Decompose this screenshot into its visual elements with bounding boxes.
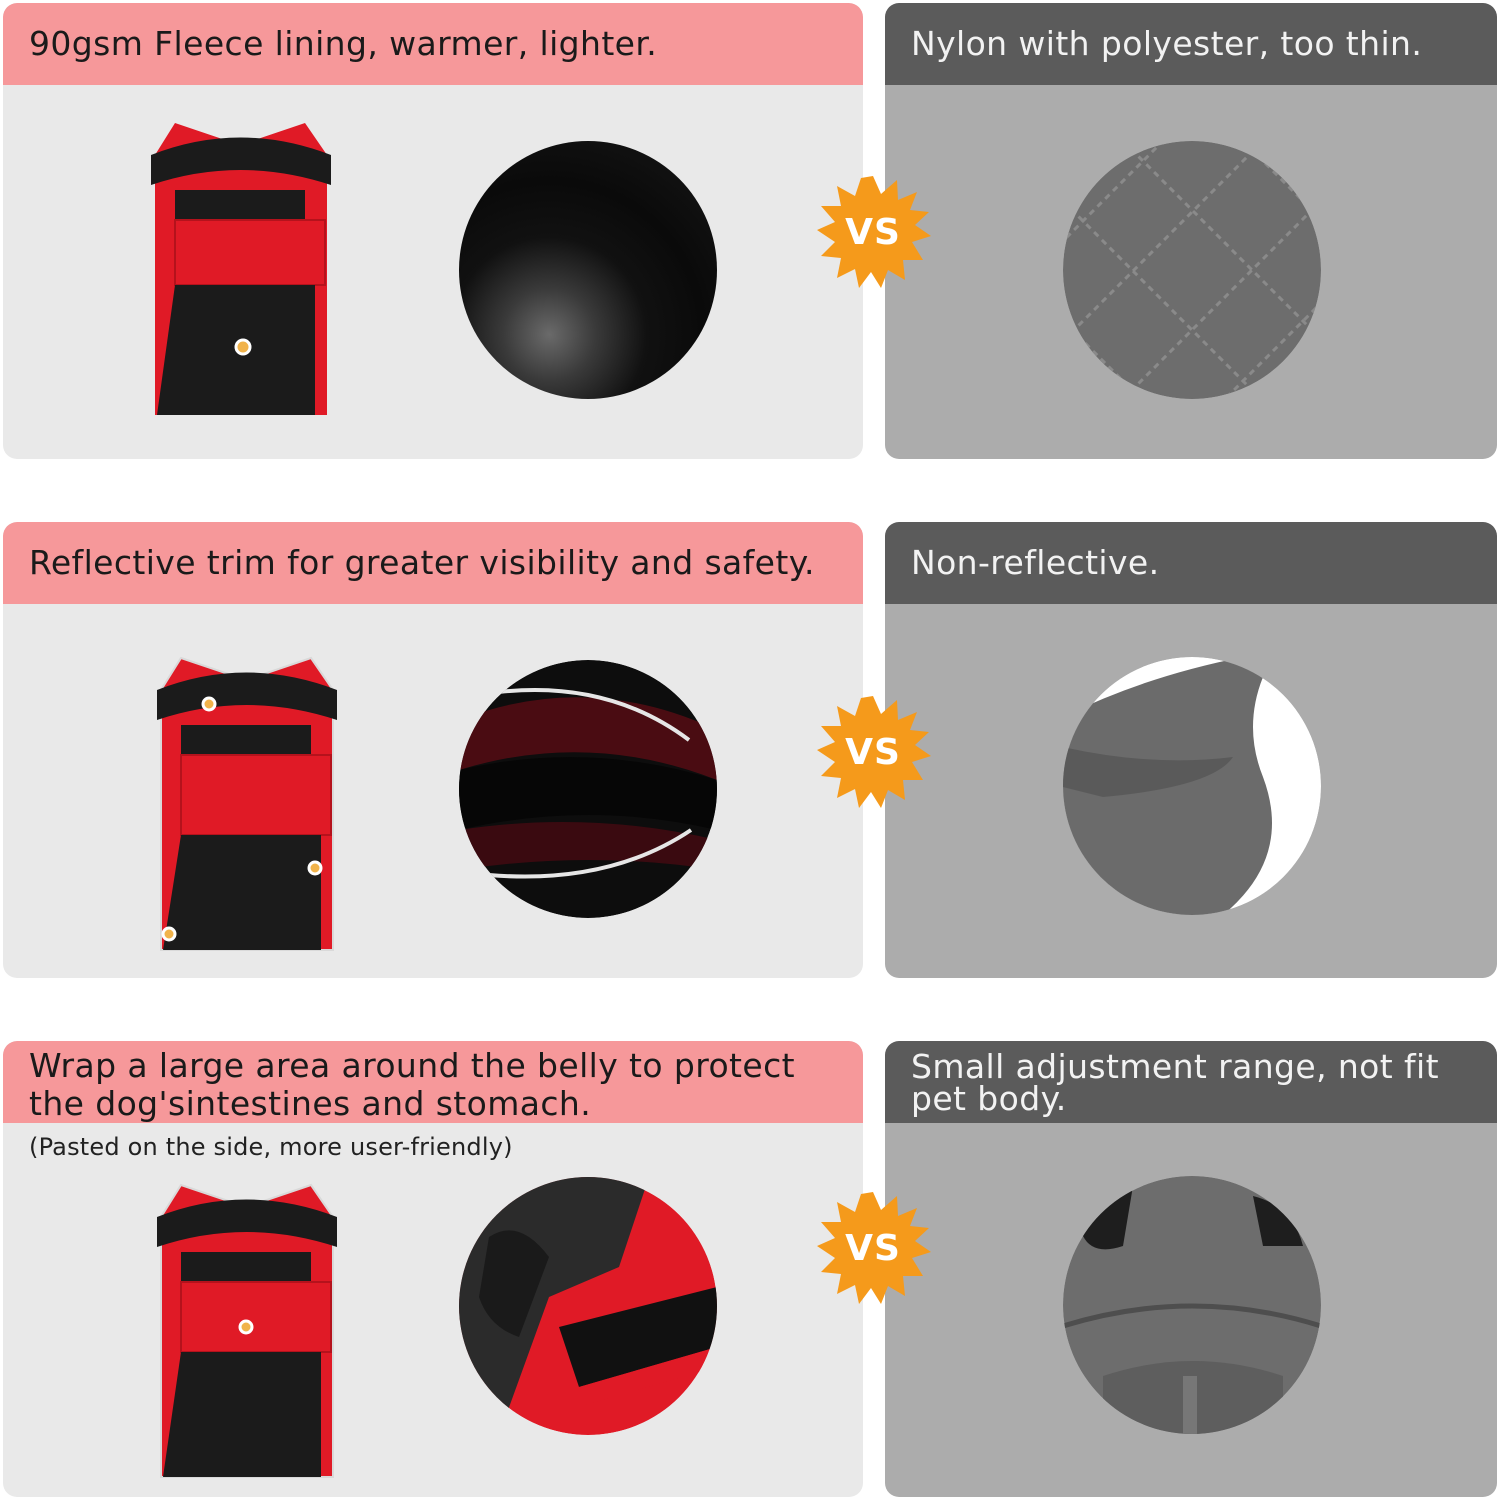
feature-heading: Wrap a large area around the belly to pr… xyxy=(3,1041,863,1123)
vs-label: VS xyxy=(845,731,901,773)
vs-label: VS xyxy=(845,211,901,253)
quilted-fabric-image xyxy=(1063,141,1321,399)
vs-badge: VS xyxy=(813,1188,933,1308)
vs-badge: VS xyxy=(813,692,933,812)
vs-label: VS xyxy=(845,1227,901,1269)
feature-heading: 90gsm Fleece lining, warmer, lighter. xyxy=(3,3,863,85)
red-dog-coat-image xyxy=(157,656,337,951)
vs-starburst-icon xyxy=(817,176,931,288)
feature-panel-belly-wrap: Wrap a large area around the belly to pr… xyxy=(3,1041,863,1497)
vs-starburst-icon xyxy=(817,696,931,808)
vs-badge: VS xyxy=(813,172,933,292)
red-dog-coat-image xyxy=(157,1183,337,1478)
red-dog-coat-image xyxy=(151,123,331,415)
vs-starburst-icon xyxy=(817,1192,931,1304)
competitor-heading: Non-reflective. xyxy=(885,522,1497,604)
feature-panel-reflective: Reflective trim for greater visibility a… xyxy=(3,522,863,978)
competitor-panel-nonreflective: Non-reflective. xyxy=(885,522,1497,978)
feature-heading: Reflective trim for greater visibility a… xyxy=(3,522,863,604)
grey-coat-body-image xyxy=(1063,1176,1321,1434)
feature-panel-fleece: 90gsm Fleece lining, warmer, lighter. xyxy=(3,3,863,459)
competitor-heading: Nylon with polyester, too thin. xyxy=(885,3,1497,85)
feature-note: (Pasted on the side, more user-friendly) xyxy=(29,1133,513,1161)
competitor-panel-adjustment: Small adjustment range, not fit pet body… xyxy=(885,1041,1497,1497)
competitor-heading: Small adjustment range, not fit pet body… xyxy=(885,1041,1497,1123)
grey-coat-collar-image xyxy=(1063,657,1321,915)
fleece-closeup-image xyxy=(459,141,717,399)
reflective-trim-closeup-image xyxy=(459,660,717,918)
belly-strap-closeup-image xyxy=(459,1177,717,1435)
competitor-panel-fabric: Nylon with polyester, too thin. xyxy=(885,3,1497,459)
